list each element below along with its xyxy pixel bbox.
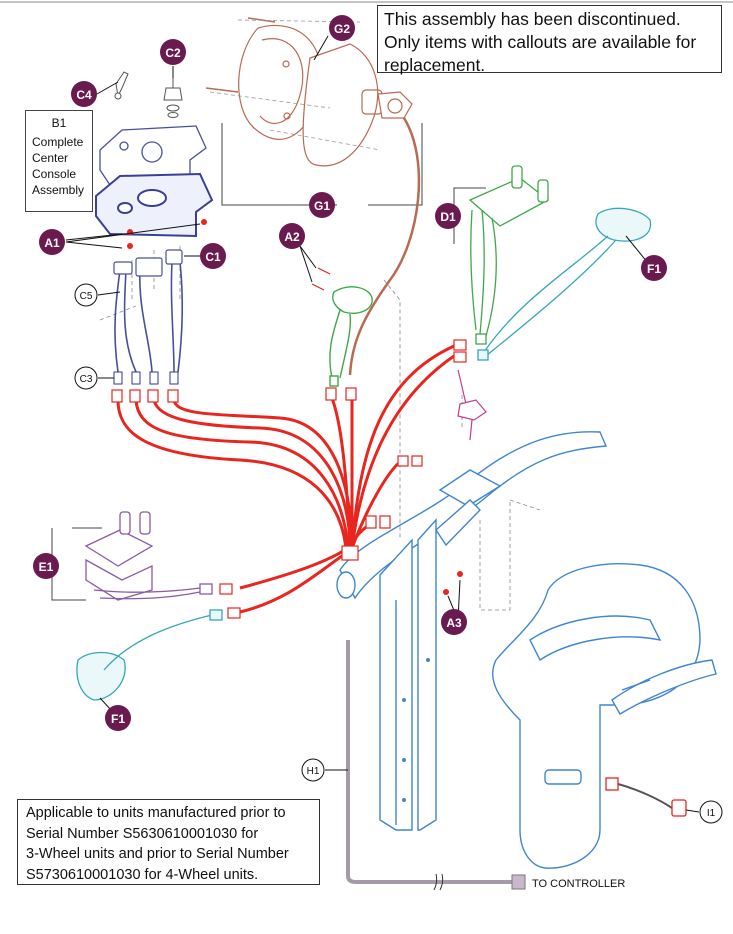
applicability-line: S5730610001030 for 4-Wheel units. — [26, 866, 259, 883]
b1-line: Console — [32, 167, 77, 181]
applicability-line: Serial Number S5630610001030 for — [26, 825, 259, 842]
callout-f1-top: F1 — [641, 255, 667, 281]
b1-line: Complete — [32, 135, 84, 149]
a3-screws — [443, 571, 463, 595]
to-controller-label: TO CONTROLLER — [532, 878, 625, 890]
svg-text:D1: D1 — [440, 210, 456, 224]
svg-text:C4: C4 — [76, 88, 92, 102]
svg-text:A3: A3 — [446, 616, 462, 630]
b1-code: B1 — [51, 116, 67, 130]
callout-c5: C5 — [74, 283, 98, 307]
callout-a3: A3 — [441, 609, 467, 635]
controller-cable — [346, 640, 512, 884]
applicability-line: 3-Wheel units and prior to Serial Number — [26, 846, 289, 862]
callout-e1: E1 — [33, 553, 59, 579]
c3-switch-bodies — [113, 249, 183, 277]
horn-assembly — [329, 286, 373, 387]
callout-g2: G2 — [329, 15, 355, 41]
harness-connectors — [111, 339, 467, 619]
controller-connector — [511, 874, 526, 890]
callout-g1: G1 — [309, 192, 335, 218]
svg-text:G1: G1 — [314, 199, 330, 213]
b1-console-label: B1 Complete Center Console Assembly — [25, 110, 93, 212]
svg-text:E1: E1 — [39, 560, 54, 574]
e1-bracket — [51, 527, 102, 601]
callout-c3: C3 — [74, 366, 98, 390]
callout-a1: A1 — [39, 229, 65, 255]
main-harness — [116, 344, 455, 614]
tiller-shroud — [491, 563, 717, 869]
steering-column — [336, 431, 608, 831]
hub-component — [457, 369, 487, 441]
callout-c4: C4 — [71, 81, 97, 107]
b1-line: Center — [32, 151, 69, 165]
svg-text:C2: C2 — [165, 46, 181, 60]
rear-light-cable — [348, 117, 421, 376]
i1-connector — [605, 777, 687, 817]
c2-knob — [163, 78, 183, 118]
callout-c1: C1 — [200, 243, 226, 269]
svg-text:C3: C3 — [80, 374, 93, 385]
svg-text:A2: A2 — [284, 230, 300, 244]
callout-c2: C2 — [160, 39, 186, 65]
svg-text:C1: C1 — [205, 250, 221, 264]
f1-teal-part-bottom — [76, 609, 223, 701]
applicability-line: Applicable to units manufactured prior t… — [26, 805, 286, 821]
notice-line: replacement. — [384, 55, 486, 75]
d1-switch-assembly — [468, 165, 550, 345]
c3-switch-harness — [114, 261, 183, 373]
guide-lines — [99, 246, 541, 611]
svg-text:F1: F1 — [111, 712, 125, 726]
callout-d1: D1 — [435, 203, 461, 229]
callout-h1: H1 — [301, 758, 325, 782]
svg-text:F1: F1 — [647, 262, 661, 276]
notice-line: Only items with callouts are available f… — [384, 32, 697, 52]
cable-break-mark — [433, 873, 444, 891]
callouts-outlined: C5 C3 H1 I1 — [74, 283, 723, 824]
callouts-filled: G2 C2 C4 A1 C1 A2 G1 D1 — [33, 15, 667, 731]
c3-plugs — [113, 371, 179, 385]
a2-screws — [311, 267, 331, 291]
svg-text:C5: C5 — [80, 291, 93, 302]
column-holes — [402, 658, 430, 802]
callout-i1: I1 — [699, 800, 723, 824]
f1-teal-part-top — [477, 207, 652, 361]
notice-line: This assembly has been discontinued. — [384, 9, 681, 29]
discontinued-notice: This assembly has been discontinued. Onl… — [377, 5, 722, 75]
applicability-notice: Applicable to units manufactured prior t… — [17, 799, 320, 885]
svg-text:G2: G2 — [334, 22, 350, 36]
svg-text:A1: A1 — [44, 236, 60, 250]
e1-switch-assembly — [84, 511, 213, 601]
b1-line: Assembly — [32, 183, 85, 197]
svg-text:I1: I1 — [707, 808, 716, 819]
rear-cover-assembly — [205, 17, 413, 167]
svg-text:H1: H1 — [307, 766, 320, 777]
c4-key-icon — [114, 71, 129, 100]
callout-f1-bottom: F1 — [105, 705, 131, 731]
callout-a2: A2 — [279, 223, 305, 249]
console-bottom-plate — [95, 172, 214, 238]
